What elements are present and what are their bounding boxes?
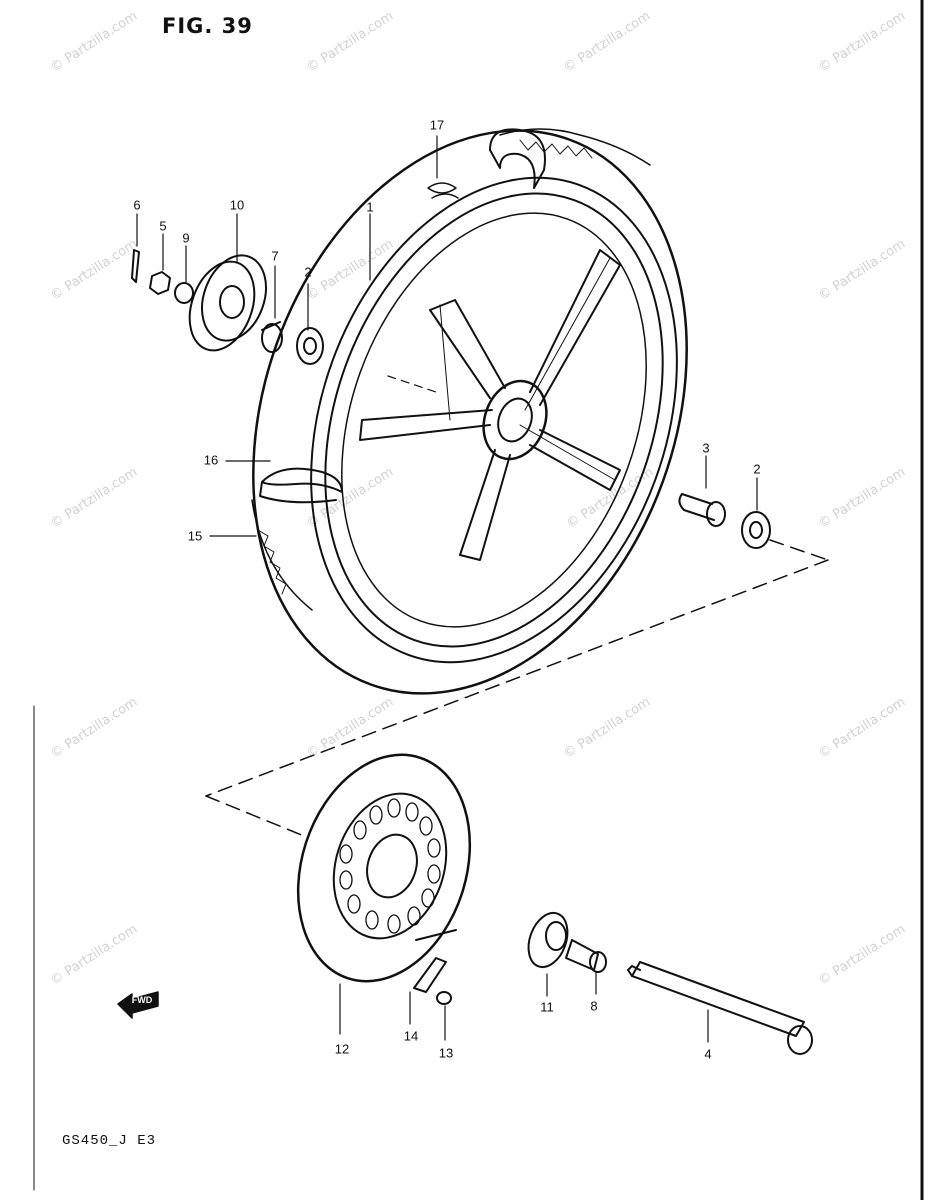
callout-5: 5	[159, 218, 167, 234]
callout-14: 14	[403, 1028, 419, 1044]
gearbox	[188, 260, 256, 352]
spacer	[261, 323, 283, 353]
front-axle	[627, 961, 813, 1055]
washer	[174, 282, 194, 304]
spacer-right	[706, 501, 726, 527]
cotter-pin	[131, 249, 140, 283]
callout-8: 8	[590, 998, 598, 1014]
rim-band-top	[489, 128, 546, 189]
callout-1: 1	[366, 199, 374, 215]
callout-11: 11	[540, 999, 554, 1015]
rim-edge	[341, 212, 647, 628]
tread-top	[519, 139, 593, 159]
spacer	[261, 321, 281, 331]
rim-outer	[310, 176, 678, 664]
tread-bottom	[257, 529, 287, 595]
model-code: GS450_J E3	[62, 1133, 157, 1149]
axle-spacer-parts	[527, 911, 607, 973]
left-hub-parts	[131, 249, 324, 365]
bolt-lock	[413, 957, 447, 993]
figure-title: FIG. 39	[162, 14, 253, 38]
axle-centerline	[387, 375, 437, 393]
gearbox	[201, 254, 267, 342]
fwd-arrow-icon	[117, 991, 159, 1019]
callout-2: 2	[304, 264, 312, 280]
brake-disc	[296, 753, 472, 983]
axle-nut	[149, 271, 171, 295]
valve-cap	[427, 182, 459, 199]
callout-13: 13	[438, 1045, 454, 1061]
wheel-spokes	[359, 249, 621, 561]
rim-band-lower	[261, 467, 343, 493]
bolt-lock	[415, 929, 457, 941]
leader-lines	[136, 135, 758, 1043]
rim-band-lower	[259, 481, 337, 504]
callout-6: 6	[133, 197, 141, 213]
callout-2: 2	[753, 461, 761, 477]
disc-bolt	[436, 991, 452, 1005]
bearing	[296, 327, 324, 365]
rim-inner	[324, 192, 664, 648]
callout-12: 12	[334, 1041, 350, 1057]
callout-17: 17	[429, 117, 445, 133]
gearbox-boss	[219, 285, 245, 319]
bearing-right	[749, 521, 763, 539]
callout-10: 10	[229, 197, 245, 213]
tread-top	[499, 128, 651, 166]
tread-bottom	[251, 499, 313, 611]
callout-15: 15	[187, 528, 203, 544]
front-wheel	[251, 128, 688, 695]
bearing	[303, 337, 317, 355]
spacer-right	[678, 493, 715, 521]
tire-outer	[252, 129, 688, 695]
fwd-label: FWD	[131, 995, 153, 1005]
callout-9: 9	[182, 230, 190, 246]
hub-bore	[497, 397, 533, 443]
callout-4: 4	[704, 1046, 712, 1062]
callout-7: 7	[271, 248, 279, 264]
callout-16: 16	[203, 452, 219, 468]
right-hub-parts	[678, 493, 771, 549]
callout-3: 3	[702, 440, 710, 456]
bearing-right	[741, 511, 771, 549]
assembly-lines	[205, 539, 829, 837]
